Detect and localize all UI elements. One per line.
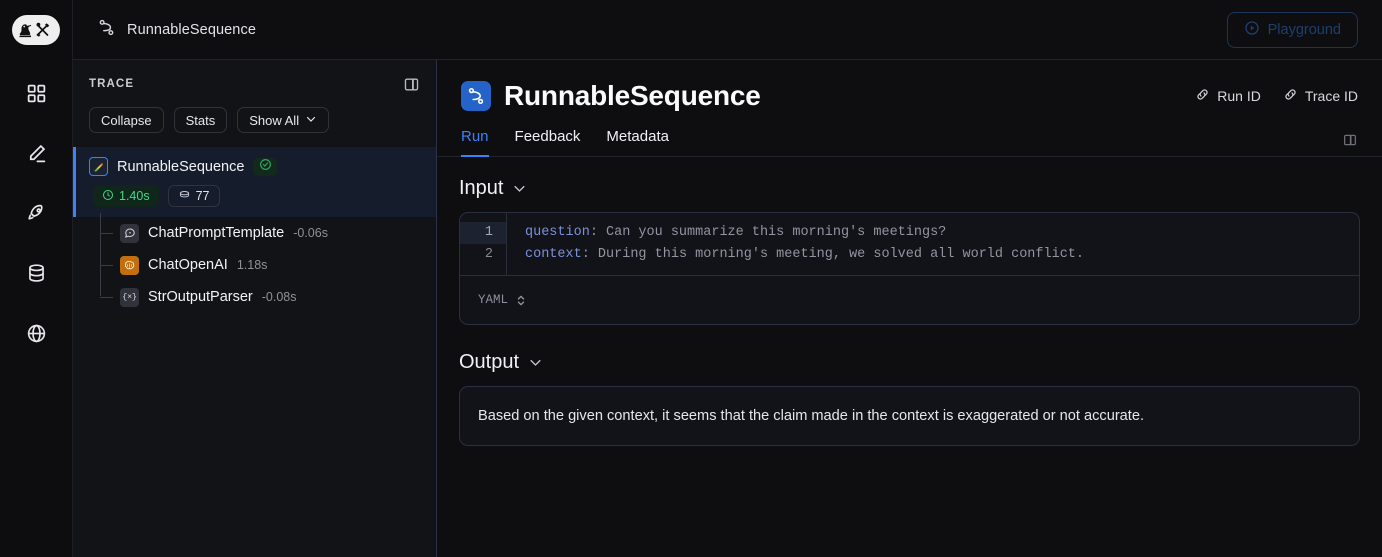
- sequence-run-icon: [89, 157, 108, 176]
- stats-label: Stats: [185, 112, 216, 128]
- chevron-down-icon: [305, 113, 317, 128]
- yaml-key: context: [525, 247, 582, 262]
- panel-layout-icon[interactable]: [403, 76, 420, 93]
- rocket-icon: [26, 203, 47, 224]
- langsmith-logo[interactable]: [12, 15, 60, 45]
- tokens-coin-icon: [178, 188, 191, 204]
- output-section-header[interactable]: Output: [459, 351, 1360, 374]
- code-format-footer[interactable]: YAML: [460, 275, 1359, 324]
- grid-squares-icon: [26, 83, 47, 104]
- sidebar-item-annotate[interactable]: [16, 133, 56, 173]
- tree-node-label: RunnableSequence: [117, 158, 245, 175]
- input-code-block: 1 2 question: Can you summarize this mor…: [459, 212, 1360, 325]
- collapse-label: Collapse: [101, 112, 152, 128]
- trace-id-link[interactable]: Trace ID: [1283, 87, 1358, 105]
- sidebar-item-projects[interactable]: [16, 73, 56, 113]
- yaml-value: Can you summarize this morning's meeting…: [597, 225, 947, 240]
- format-label: YAML: [478, 293, 509, 307]
- duration-badge: 1.40s: [93, 185, 159, 207]
- trace-id-label: Trace ID: [1304, 88, 1358, 104]
- openai-icon: [120, 255, 139, 275]
- show-all-label: Show All: [249, 112, 300, 128]
- run-detail-pane: RunnableSequence Run ID: [437, 60, 1382, 557]
- playground-label: Playground: [1267, 21, 1341, 38]
- tree-node-duration: -0.06s: [293, 226, 328, 240]
- tokens-badge: 77: [167, 185, 220, 207]
- tree-node-runnablesequence[interactable]: RunnableSequence: [73, 147, 436, 217]
- yaml-key: question: [525, 225, 590, 240]
- page-title: RunnableSequence: [504, 80, 761, 111]
- trace-panel-title: TRACE: [89, 78, 135, 90]
- sequence-nodes-icon: [97, 18, 116, 42]
- stats-button[interactable]: Stats: [173, 107, 228, 133]
- clock-icon: [102, 189, 114, 204]
- code-line: question: Can you summarize this morning…: [525, 222, 1359, 244]
- pencil-edit-icon: [26, 143, 47, 164]
- chevron-up-down-icon[interactable]: [515, 293, 527, 308]
- tree-node-stroutputparser[interactable]: {×} StrOutputParser -0.08s: [100, 281, 436, 313]
- sidebar-item-hub[interactable]: [16, 313, 56, 353]
- tree-node-label: ChatOpenAI: [148, 257, 228, 273]
- database-icon: [26, 263, 47, 284]
- trace-panel: TRACE Collapse Stats Show Al: [73, 60, 437, 557]
- link-chain-icon: [1283, 87, 1298, 105]
- sequence-nodes-icon: [461, 81, 491, 111]
- yaml-value: During this morning's meeting, we solved…: [589, 247, 1085, 262]
- panel-layout-icon[interactable]: [1342, 132, 1358, 156]
- yaml-value: :: [589, 225, 598, 240]
- top-bar: RunnableSequence Playground: [73, 0, 1382, 60]
- run-tabs: Run Feedback Metadata: [437, 128, 1382, 157]
- chevron-down-icon[interactable]: [528, 355, 543, 370]
- line-number: 2: [484, 247, 493, 262]
- check-circle-icon: [259, 158, 272, 176]
- sidebar-item-deployments[interactable]: [16, 193, 56, 233]
- tree-node-duration: -0.08s: [261, 290, 297, 304]
- tokens-value: 77: [195, 189, 210, 203]
- status-badge: [253, 157, 278, 176]
- output-text: Based on the given context, it seems tha…: [478, 408, 1145, 424]
- tab-run[interactable]: Run: [461, 128, 489, 157]
- input-heading: Input: [459, 177, 504, 199]
- line-number-gutter: 1 2: [460, 213, 507, 275]
- breadcrumb-label: RunnableSequence: [127, 21, 256, 38]
- collapse-button[interactable]: Collapse: [89, 107, 164, 133]
- tree-node-label: ChatPromptTemplate: [148, 225, 285, 241]
- line-number: 1: [460, 222, 506, 244]
- breadcrumb[interactable]: RunnableSequence: [97, 18, 256, 42]
- globe-icon: [26, 323, 47, 344]
- chat-bubble-icon: [120, 223, 139, 243]
- section-gap: [459, 325, 1360, 351]
- trace-tree: RunnableSequence: [73, 147, 436, 557]
- tab-feedback[interactable]: Feedback: [514, 128, 581, 145]
- link-chain-icon: [1195, 87, 1210, 105]
- play-circle-icon: [1244, 20, 1260, 40]
- duration-value: 1.40s: [119, 189, 150, 203]
- sidebar-item-datasets[interactable]: [16, 253, 56, 293]
- chevron-down-icon[interactable]: [512, 181, 527, 196]
- run-id-label: Run ID: [1217, 88, 1261, 104]
- braces-icon: {×}: [120, 287, 139, 307]
- output-heading: Output: [459, 351, 520, 373]
- tree-node-chatopenai[interactable]: ChatOpenAI 1.18s: [100, 249, 436, 281]
- tree-node-chatprompttemplate[interactable]: ChatPromptTemplate -0.06s: [100, 217, 436, 249]
- code-line: context: During this morning's meeting, …: [525, 244, 1359, 266]
- show-all-button[interactable]: Show All: [237, 107, 330, 133]
- run-id-link[interactable]: Run ID: [1195, 87, 1261, 105]
- output-block: Based on the given context, it seems tha…: [459, 386, 1360, 447]
- input-section-header[interactable]: Input: [459, 177, 1360, 200]
- left-nav-rail: [0, 0, 73, 557]
- code-content[interactable]: question: Can you summarize this morning…: [507, 213, 1359, 275]
- tree-children: ChatPromptTemplate -0.06s ChatOpenAI: [73, 213, 436, 313]
- playground-button[interactable]: Playground: [1226, 11, 1358, 48]
- yaml-value: :: [581, 247, 590, 262]
- tab-metadata[interactable]: Metadata: [606, 128, 669, 145]
- tree-node-duration: 1.18s: [236, 258, 268, 272]
- tree-node-label: StrOutputParser: [148, 289, 253, 305]
